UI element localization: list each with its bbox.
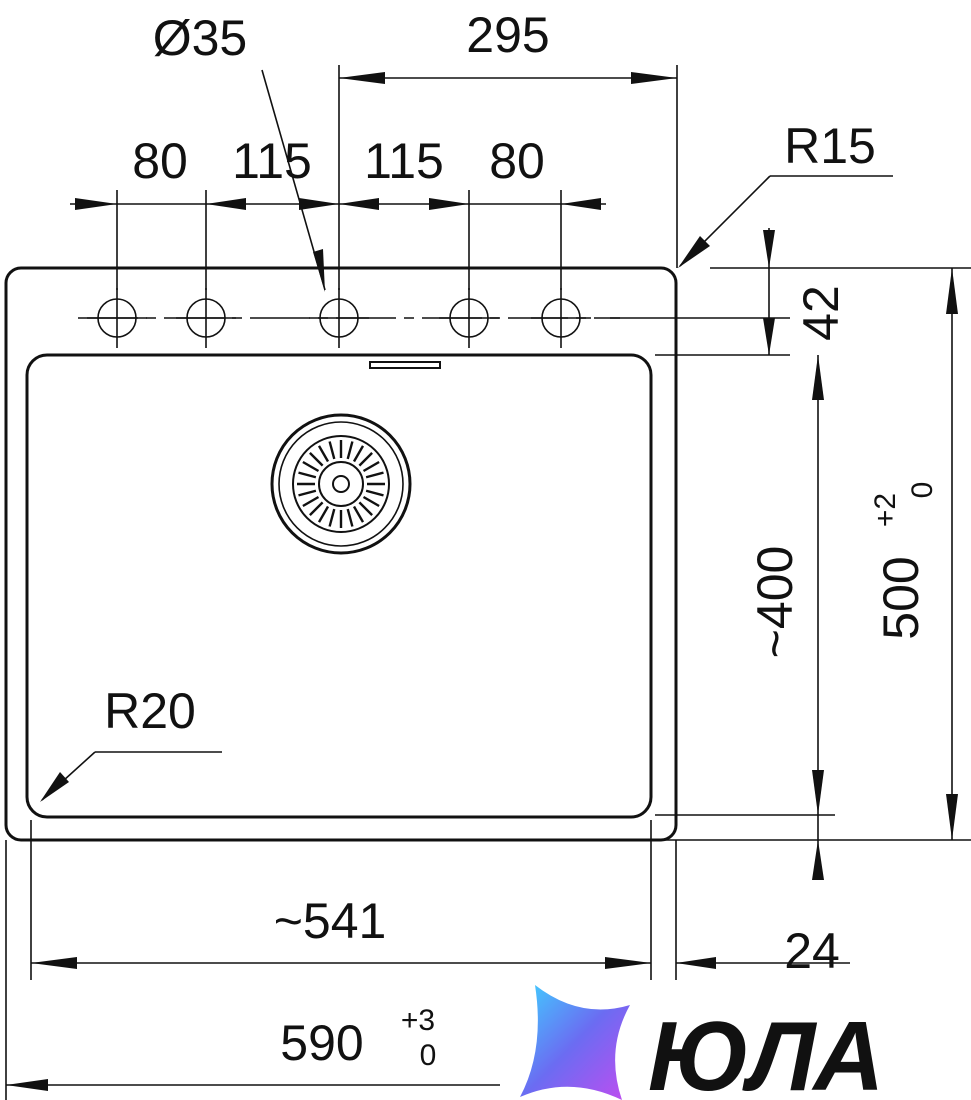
drain-slot (362, 460, 380, 473)
dimension-diameter: Ø35 (153, 10, 326, 292)
label-500-tol-upper: +2 (869, 493, 902, 527)
label-590: 590 (280, 1015, 363, 1071)
dimension-r15: R15 (678, 118, 893, 268)
label-24: 24 (784, 923, 840, 979)
drain-slot (317, 445, 330, 463)
bottom-extension-lines (5, 820, 677, 1100)
dimension-42: 42 (763, 228, 849, 355)
drain-slot (309, 452, 324, 467)
label-400: ~400 (747, 546, 803, 659)
drain-slot (309, 501, 324, 516)
logo-wordmark: ЮЛА (648, 1001, 882, 1100)
tap-hole (531, 288, 591, 348)
drain-slot (346, 508, 354, 527)
bowl-outline (25, 353, 653, 819)
dimension-295: 295 (339, 7, 677, 84)
dimension-hole-spacing: 80 115 115 80 (70, 133, 606, 210)
tap-hole (439, 288, 499, 348)
label-r20: R20 (104, 683, 196, 739)
drain-slot (352, 445, 365, 463)
label-541: ~541 (274, 893, 387, 949)
drain-slot (317, 505, 330, 523)
label-500-tol-lower: 0 (906, 482, 939, 499)
dimension-541: ~541 (31, 893, 651, 969)
drain-slot (358, 501, 373, 516)
hole-extension-lines (116, 65, 678, 290)
overflow-slot (369, 361, 441, 369)
label-left-outer: 80 (132, 133, 188, 189)
label-295: 295 (466, 7, 549, 63)
dimension-r20: R20 (40, 683, 222, 802)
drain-slot (302, 495, 320, 508)
label-r15: R15 (784, 118, 876, 174)
dimension-590: 590 +3 0 (6, 1004, 500, 1091)
drain-slot (298, 489, 317, 497)
drain-slot (302, 460, 320, 473)
drain-slot (362, 495, 380, 508)
drain-strainer (270, 413, 412, 555)
label-590-tol-lower: 0 (420, 1039, 437, 1072)
label-42: 42 (793, 285, 849, 341)
tap-hole (309, 288, 369, 348)
label-590-tol-upper: +3 (401, 1004, 435, 1037)
drain-slot (298, 471, 317, 479)
drain-slot (358, 452, 373, 467)
drain-slot (328, 441, 336, 460)
brand-logo: ЮЛА (520, 985, 884, 1100)
tap-hole (176, 288, 236, 348)
sink-outline (4, 266, 678, 842)
label-500: 500 (873, 556, 929, 639)
label-right-outer: 80 (489, 133, 545, 189)
drain-slot (365, 471, 384, 479)
tap-hole (87, 288, 147, 348)
tap-holes (78, 288, 620, 348)
logo-star-icon (520, 985, 630, 1100)
dimension-500: 500 +2 0 (869, 268, 958, 840)
drain-slot (346, 441, 354, 460)
label-left-inner: 115 (232, 133, 312, 189)
label-right-inner: 115 (364, 133, 444, 189)
dimension-400: ~400 (747, 355, 824, 880)
drain-slot (352, 505, 365, 523)
dimension-24: 24 (676, 923, 850, 979)
right-extension-lines (610, 267, 971, 841)
label-diameter: Ø35 (153, 10, 248, 66)
drain-slot (328, 508, 336, 527)
drain-slot (365, 489, 384, 497)
